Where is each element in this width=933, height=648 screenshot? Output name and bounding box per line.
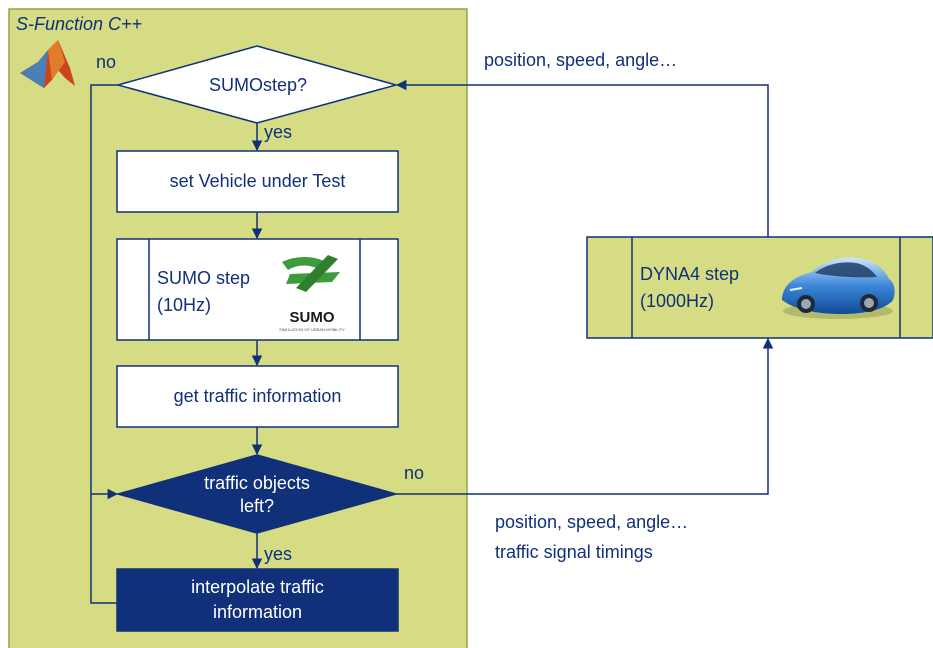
dyna4-step-line2: (1000Hz) [640,291,715,311]
output-label-1: position, speed, angle… [495,512,689,532]
traffic-objects-line2: left? [239,496,275,516]
edge-top-no-loop [90,84,118,604]
interpolate-label: interpolate traffic information [117,569,398,631]
traffic-objects-label: traffic objects left? [157,473,357,516]
traffic-objects-line1: traffic objects [204,473,310,493]
dyna4-step-label: DYNA4 step (1000Hz) [640,261,760,315]
matlab-logo-icon [20,40,75,88]
edge-objects-no-to-dyna4 [396,337,774,495]
sumo-step-decision-label: SUMOstep? [208,74,308,95]
interpolate-line2: information [212,602,303,622]
sumo-step-label: SUMO step (10Hz) [157,265,287,319]
sumo-step-box [116,238,399,341]
interpolate-line1: interpolate traffic [191,577,324,597]
panel-title: S-Function C++ [16,14,143,34]
set-vehicle-label: set Vehicle under Test [169,171,346,191]
sumo-logo-icon: SUMO SIMULATION OF URBAN MOBILITY [279,255,345,332]
sumo-logo-text: SUMO [290,309,335,326]
sumo-step-line2: (10Hz) [157,295,212,315]
bottom-no-label: no [404,463,425,483]
bottom-yes-label: yes [264,544,293,564]
sumo-logo-subtext: SIMULATION OF URBAN MOBILITY [279,327,345,332]
car-icon [782,257,895,319]
sumo-step-line1: SUMO step [157,268,251,288]
get-traffic-label: get traffic information [173,386,342,406]
output-label-2: traffic signal timings [495,542,653,562]
top-yes-label: yes [264,122,293,142]
top-no-label: no [96,52,117,72]
feedback-label: position, speed, angle… [484,50,678,70]
dyna4-step-line1: DYNA4 step [640,264,740,284]
edge-dyna4-feedback [395,79,769,237]
get-traffic-box [116,365,399,428]
set-vehicle-box [116,150,399,213]
